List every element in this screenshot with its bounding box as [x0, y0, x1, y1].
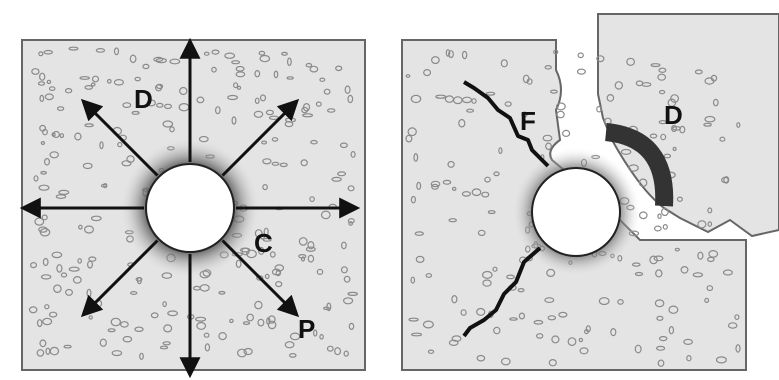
label-f: F — [520, 106, 536, 136]
panel-left: D C P — [22, 40, 365, 374]
label-d-left: D — [134, 84, 153, 114]
aggregate-pebble — [563, 130, 570, 136]
rebar-right — [532, 168, 620, 256]
label-d-right: D — [664, 100, 683, 130]
panel-right: F D — [402, 14, 779, 370]
aggregate-pebble — [578, 53, 583, 58]
aggregate-pebble — [658, 214, 661, 218]
aggregate-pebble — [663, 225, 667, 230]
aggregate-pebble — [640, 212, 647, 219]
label-p: P — [298, 314, 315, 344]
aggregate-pebble — [655, 226, 662, 231]
label-c: C — [254, 228, 273, 258]
aggregate-pebble — [578, 69, 586, 74]
aggregate-pebble — [557, 111, 564, 117]
rebar-left — [146, 164, 234, 252]
